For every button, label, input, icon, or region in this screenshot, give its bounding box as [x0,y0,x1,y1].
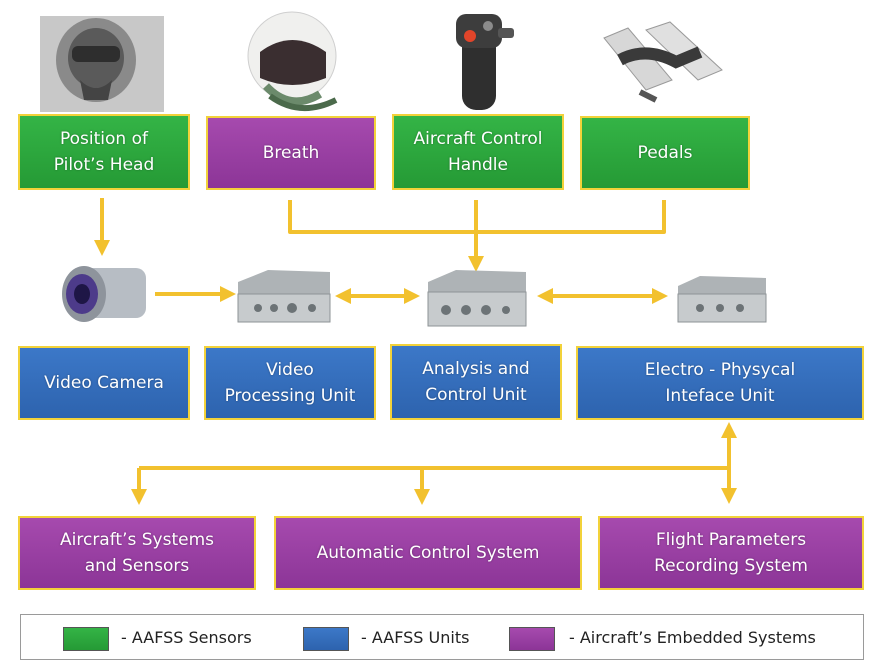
legend-label-units: - AAFSS Units [361,628,470,647]
sensor-box-pilot-head: Position of Pilot’s Head [18,114,190,190]
unit-label: Electro - Physycal Inteface Unit [644,359,796,406]
video-camera-photo [62,266,146,322]
pilot-head-photo [40,16,164,112]
sensor-label: Aircraft Control Handle [413,128,543,175]
unit-label: Video Camera [44,372,164,393]
system-box-automatic-control: Automatic Control System [274,516,582,590]
sensor-label: Position of Pilot’s Head [53,128,155,175]
sensor-box-pedals: Pedals [580,116,750,190]
unit-box-video-camera: Video Camera [18,346,190,420]
hardware-unit-photo [677,276,767,323]
unit-box-analysis-control: Analysis and Control Unit [390,344,562,420]
legend-swatch-units [303,627,349,651]
control-stick-photo [456,14,514,110]
hardware-unit-photo [427,270,527,327]
system-label: Aircraft’s Systems and Sensors [60,529,214,576]
legend-label-sensors: - AAFSS Sensors [121,628,252,647]
system-label: Flight Parameters Recording System [654,529,808,576]
unit-box-electro-physical: Electro - Physycal Inteface Unit [576,346,864,420]
pedals-photo [603,21,723,103]
pilot-helmet-photo [247,11,338,112]
sensor-box-control-handle: Aircraft Control Handle [392,114,564,190]
legend: - AAFSS Sensors - AAFSS Units - Aircraft… [20,614,864,660]
system-label: Automatic Control System [316,542,540,563]
unit-label: Video Processing Unit [224,359,356,406]
legend-swatch-sensors [63,627,109,651]
unit-label: Analysis and Control Unit [422,358,530,405]
unit-box-video-processing: Video Processing Unit [204,346,376,420]
system-box-aircraft-systems: Aircraft’s Systems and Sensors [18,516,256,590]
legend-swatch-embedded [509,627,555,651]
hardware-unit-photo [237,270,331,323]
legend-label-embedded: - Aircraft’s Embedded Systems [569,628,816,647]
system-box-flight-recording: Flight Parameters Recording System [598,516,864,590]
sensor-label: Breath [262,142,320,163]
sensor-box-breath: Breath [206,116,376,190]
sensor-label: Pedals [637,142,693,163]
